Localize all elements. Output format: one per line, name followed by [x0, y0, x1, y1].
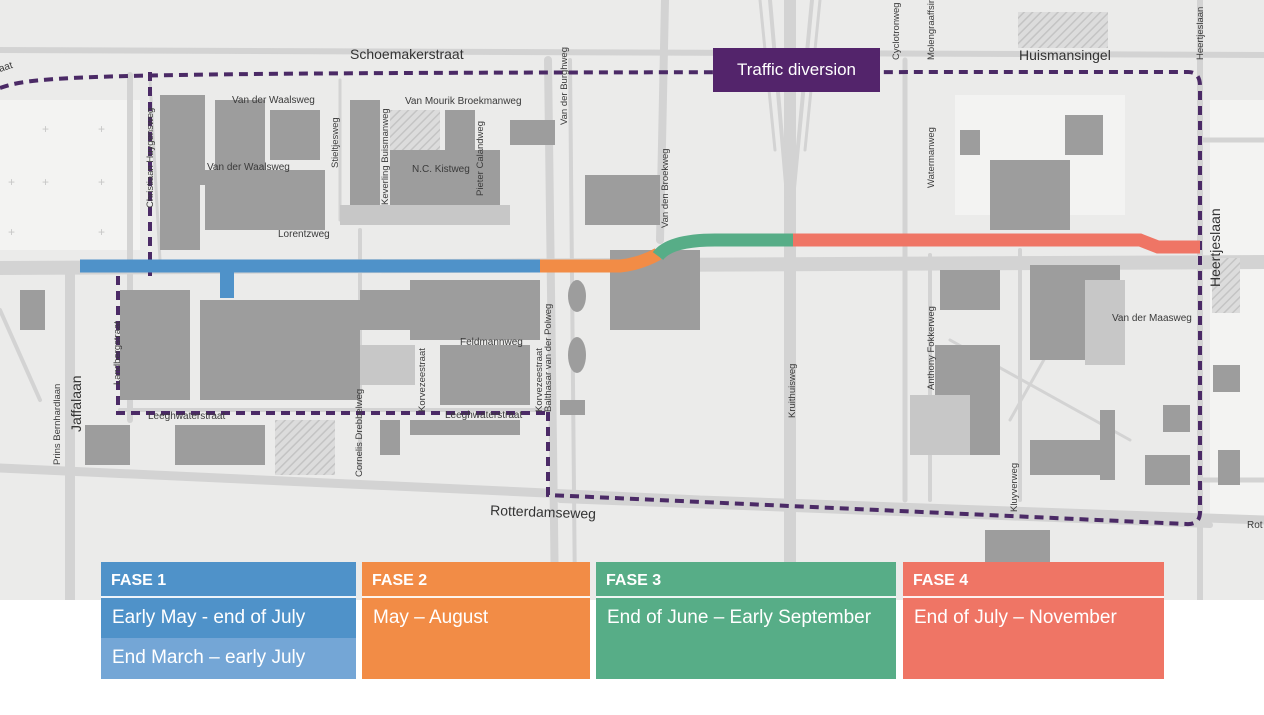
phase-1-period-alt: End March – early July: [101, 638, 356, 679]
phase-card-2: FASE 2 May – August: [362, 562, 590, 679]
label-landbergstraat: Landbergstraat: [112, 321, 123, 385]
phase-3-period: End of June – Early September: [607, 607, 872, 628]
label-cyclotronweg: Cyclotronweg: [891, 2, 902, 60]
phase-2-period: May – August: [373, 607, 489, 628]
buildings: [20, 95, 1240, 570]
label-korvezeestraat-1: Korvezeestraat: [417, 348, 428, 412]
label-lorentzweg: Lorentzweg: [278, 229, 330, 240]
label-rot: Rot: [1247, 520, 1263, 531]
phase-1-period: Early May - end of July: [101, 598, 356, 638]
label-leeghwaterstraat-2: Leeghwaterstraat: [445, 410, 522, 421]
svg-text:+: +: [8, 175, 15, 189]
light-buildings: [340, 205, 1125, 455]
traffic-diversion-route: [0, 69, 1202, 527]
campus-map: + + + + + + + Schoemakerstraat Huismansingel…: [0, 0, 1264, 600]
phase-card-3: FASE 3 End of June – Early September: [596, 562, 896, 679]
svg-text:+: +: [98, 225, 105, 239]
phase-3-title: FASE 3: [596, 562, 896, 598]
label-balthasar-van-der-polweg: Balthasar van der Polweg: [543, 304, 554, 412]
route-fase-3: [652, 233, 795, 261]
svg-text:+: +: [42, 122, 49, 136]
svg-text:+: +: [98, 175, 105, 189]
label-leeghwaterstraat-1: Leeghwaterstraat: [148, 411, 225, 422]
traffic-diversion-label: Traffic diversion: [713, 48, 880, 92]
route-fase-2: [540, 248, 662, 273]
label-van-mourik-broekmanweg: Van Mourik Broekmanweg: [405, 96, 522, 107]
label-van-der-burghweg: Van der Burghweg: [559, 47, 570, 125]
label-stieltjesweg: Stieltjesweg: [330, 117, 341, 168]
label-keverling-buismanweg: Keverling Buismanweg: [380, 108, 391, 205]
cemetery-crosses: + + + + + + +: [8, 122, 105, 239]
label-cornelis-drebbelweg: Cornelis Drebbelweg: [354, 389, 365, 477]
label-pieter-calandweg: Pieter Calandweg: [475, 121, 486, 196]
label-molengraaffsingel: Molengraaffsingel: [926, 0, 937, 60]
label-schoemakerstraat: Schoemakerstraat: [350, 46, 464, 62]
phase-2-title: FASE 2: [362, 562, 590, 598]
label-kluyverweg: Kluyverweg: [1009, 463, 1020, 512]
label-christiaan-huygensweg: Christiaan Huygensweg: [145, 108, 156, 208]
phase-4-period: End of July – November: [914, 607, 1117, 628]
svg-text:+: +: [8, 225, 15, 239]
label-kruithuisweg: Kruithuisweg: [787, 364, 798, 418]
label-rotterdamseweg: Rotterdamseweg: [490, 502, 596, 522]
label-van-den-broekweg: Van den Broekweg: [660, 148, 671, 228]
phase-4-title: FASE 4: [903, 562, 1164, 598]
label-van-der-maasweg: Van der Maasweg: [1112, 313, 1192, 324]
svg-text:+: +: [98, 122, 105, 136]
label-at: aat: [0, 60, 14, 75]
phase-card-1: FASE 1 Early May - end of July End March…: [101, 562, 356, 679]
route-fase-1-branch: [220, 266, 234, 298]
label-anthony-fokkerweg: Anthony Fokkerweg: [926, 306, 937, 390]
label-feldmannweg: Feldmannweg: [460, 337, 523, 348]
phase-card-4: FASE 4 End of July – November: [903, 562, 1164, 679]
label-huismansingel: Huismansingel: [1019, 47, 1111, 63]
label-nc-kistweg: N.C. Kistweg: [412, 164, 470, 175]
svg-text:+: +: [42, 175, 49, 189]
phase-1-title: FASE 1: [101, 562, 356, 598]
label-heertjeslaan: Heertjeslaan: [1207, 208, 1223, 287]
label-van-der-waalsweg-2: Van der Waalsweg: [207, 162, 290, 173]
hatched-areas: [275, 12, 1240, 475]
label-prins-bernhardlaan: Prins Bernhardlaan: [52, 384, 63, 465]
route-fase-4: [793, 233, 1200, 254]
label-watermanweg: Watermanweg: [926, 127, 937, 188]
label-heertjeslaan-top: Heertjeslaan: [1195, 7, 1206, 60]
label-korvezeestraat-2: Korvezeestraat: [534, 348, 545, 412]
label-van-der-waalsweg-1: Van der Waalsweg: [232, 95, 315, 106]
label-jaffalaan: Jaffalaan: [68, 375, 84, 432]
